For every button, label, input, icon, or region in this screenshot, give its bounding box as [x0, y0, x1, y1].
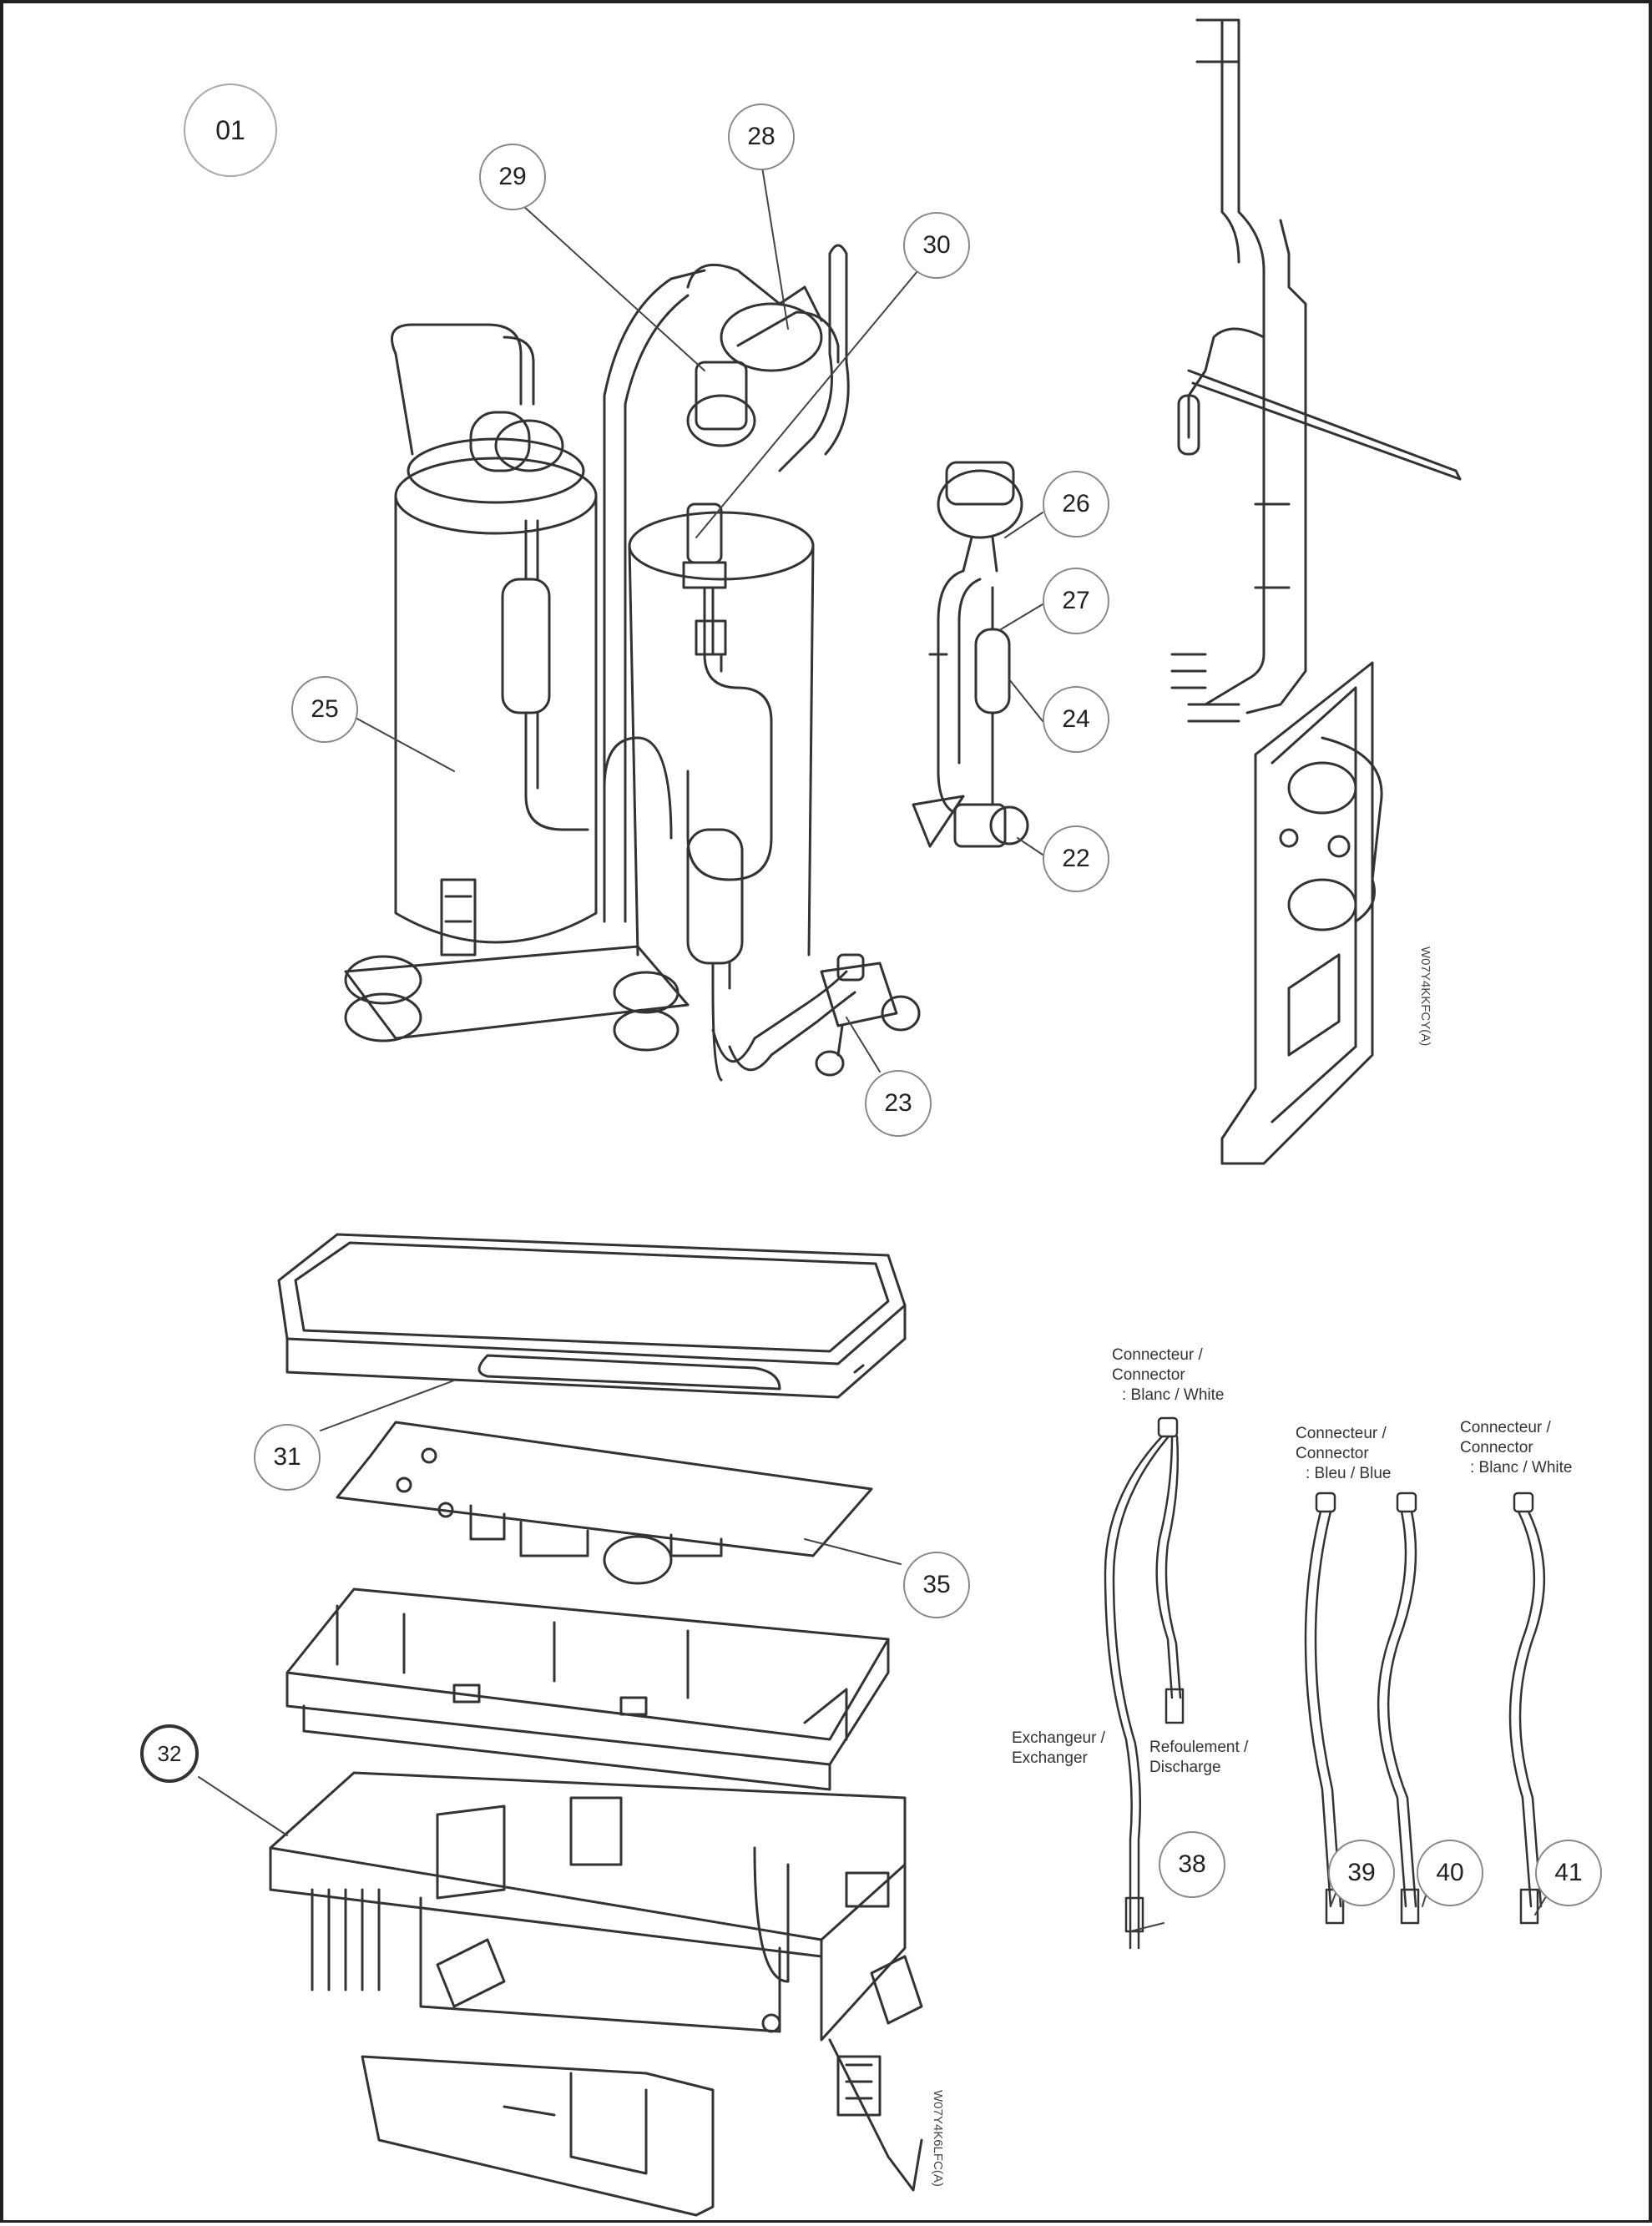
electrical-box-drawing	[269, 1771, 923, 2217]
note-line: Refoulement /	[1149, 1739, 1249, 1756]
callout-28: 28	[728, 103, 795, 170]
note-line: Exchanger	[1012, 1749, 1088, 1767]
note-line: Connecteur /	[1112, 1346, 1203, 1364]
cable-39-40-connector-note: Connecteur / Connector : Bleu / Blue	[1296, 1424, 1391, 1484]
callout-40: 40	[1417, 1840, 1483, 1906]
tray-drawing	[285, 1587, 890, 1791]
electrical-box-drawing-code: W07Y4K6LFC(A)	[931, 2090, 945, 2187]
callout-29: 29	[479, 144, 546, 210]
callout-35: 35	[903, 1552, 970, 1618]
compressor-drawing	[344, 244, 856, 1082]
note-line: : Blanc / White	[1470, 1459, 1573, 1476]
callout-31: 31	[254, 1424, 321, 1491]
discharge-note: Refoulement / Discharge	[1149, 1738, 1248, 1778]
note-line: : Blanc / White	[1122, 1386, 1225, 1404]
tube-assembly-drawing	[1170, 18, 1462, 723]
note-line: Connecteur /	[1460, 1419, 1551, 1436]
mounting-bracket-drawing	[1220, 661, 1383, 1165]
note-line: Discharge	[1149, 1759, 1221, 1776]
note-line: Connector	[1296, 1445, 1369, 1462]
callout-24: 24	[1043, 686, 1109, 753]
cable-41-connector-note: Connecteur / Connector : Blanc / White	[1460, 1418, 1573, 1478]
callout-27: 27	[1043, 568, 1109, 634]
cable-harness-drawing	[1104, 1416, 1546, 1950]
callout-25: 25	[291, 676, 358, 743]
note-line: Exchangeur /	[1012, 1729, 1105, 1747]
exchanger-note: Exchangeur / Exchanger	[1012, 1729, 1105, 1769]
pcb-drawing	[336, 1421, 873, 1585]
note-line: Connector	[1112, 1366, 1185, 1384]
callout-38: 38	[1159, 1831, 1225, 1898]
callout-23: 23	[865, 1070, 932, 1137]
callout-22: 22	[1043, 825, 1109, 892]
note-line: Connecteur /	[1296, 1425, 1387, 1442]
bracket-drawing-code: W07Y4KKFCY(A)	[1418, 946, 1432, 1047]
callout-26: 26	[1043, 471, 1109, 538]
callout-32: 32	[140, 1724, 199, 1783]
note-line: Connector	[1460, 1439, 1533, 1456]
note-line: : Bleu / Blue	[1306, 1465, 1392, 1482]
callout-39: 39	[1328, 1840, 1395, 1906]
three-way-valve-drawing	[815, 953, 921, 1077]
expansion-valve-drawing	[912, 461, 1029, 848]
exploded-parts-drawing	[198, 18, 1574, 2217]
cable-38-connector-note: Connecteur / Connector : Blanc / White	[1112, 1345, 1225, 1406]
page-label: 01	[184, 83, 277, 177]
cover-drawing	[277, 1233, 907, 1399]
callout-30: 30	[903, 212, 970, 279]
callout-41: 41	[1535, 1840, 1602, 1906]
